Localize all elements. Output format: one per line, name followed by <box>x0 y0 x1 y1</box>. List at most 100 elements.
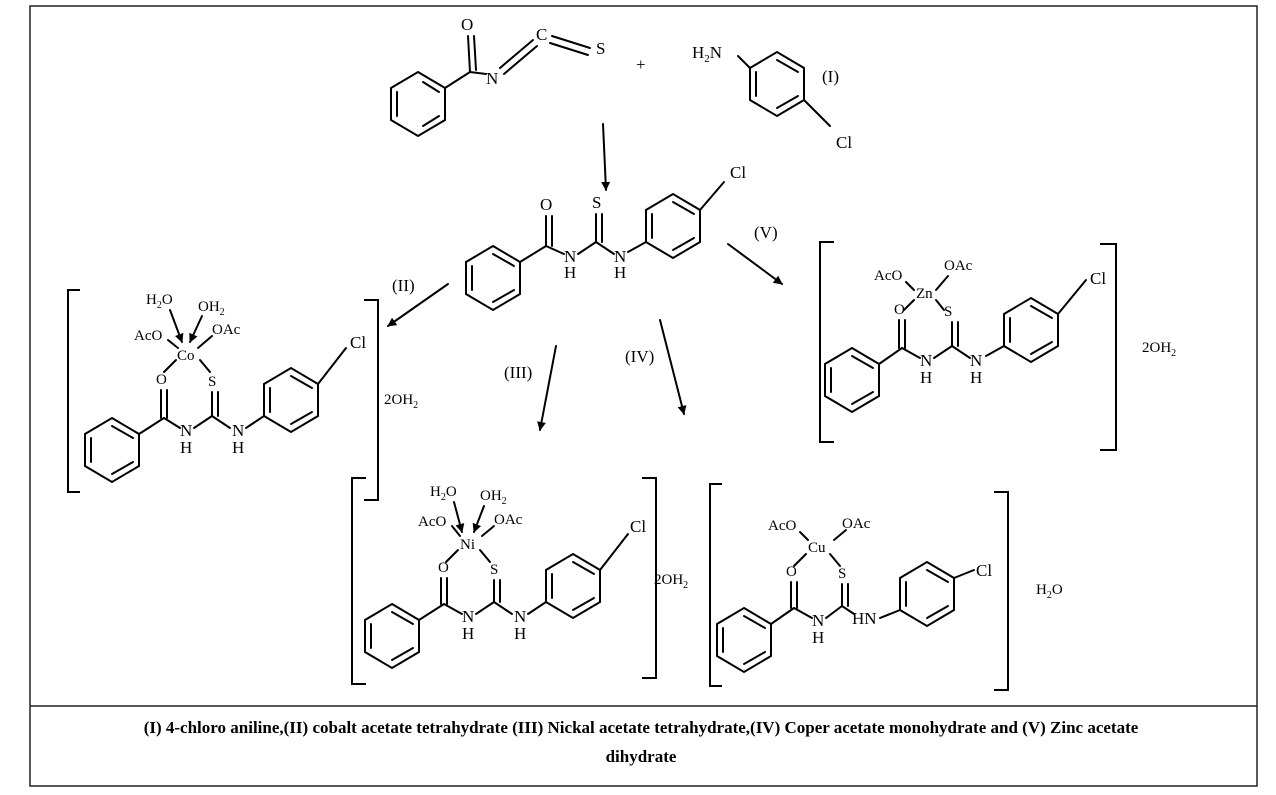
metal-center: Cu <box>808 540 826 556</box>
reaction-arrow-main <box>601 123 611 191</box>
atom-n: N <box>564 247 576 266</box>
benzene-ring <box>84 416 140 484</box>
caption-line-2: dihydrate <box>606 747 677 766</box>
bracket-left <box>709 483 722 687</box>
atom-h: H <box>970 368 982 387</box>
atom-n: N <box>614 247 626 266</box>
bond-carbonyl-double <box>473 35 477 71</box>
atom-cl: Cl <box>1090 269 1106 288</box>
ligand-h2o: H2O <box>430 484 457 503</box>
bracket-right <box>994 491 1009 691</box>
atom-s: S <box>838 566 846 582</box>
ligand-acetate: AcO <box>418 514 446 530</box>
bracket-left <box>67 289 80 493</box>
label-roman-v: (V) <box>754 223 778 242</box>
label-roman-iv: (IV) <box>625 347 654 366</box>
atom-o: O <box>786 564 797 580</box>
arrow-to-copper <box>659 319 687 415</box>
atom-o: O <box>894 302 905 318</box>
ligand-acetate: AcO <box>874 268 902 284</box>
atom-h: H <box>514 624 526 643</box>
bracket-left <box>351 477 366 685</box>
ligand-acetate: OAc <box>944 258 973 274</box>
bond-ring-carbonyl <box>444 71 471 89</box>
ligand-acetate: AcO <box>768 518 796 534</box>
atom-n: N <box>812 611 824 630</box>
hydrate-water: 2OH2 <box>1142 340 1176 359</box>
bond-c-s-double <box>549 42 589 56</box>
atom-o: O <box>540 195 552 214</box>
atom-h: H <box>614 263 626 282</box>
ligand-acetate: AcO <box>134 328 162 344</box>
label-roman-iii: (III) <box>504 363 532 382</box>
atom-o: O <box>156 372 167 388</box>
chlorophenyl-ring <box>645 192 701 260</box>
benzene-ring <box>824 346 880 414</box>
hydrate-water: 2OH2 <box>654 572 688 591</box>
copper-complex: AcO OAc Cu O S N H HN <box>709 483 1063 691</box>
hydrate-water: 2OH2 <box>384 392 418 411</box>
atom-n: N <box>180 421 192 440</box>
label-roman-ii: (II) <box>392 276 415 295</box>
bracket-right <box>1100 243 1117 451</box>
cobalt-complex: H2O OH2 AcO OAc Co O S <box>67 289 418 501</box>
atom-cl: Cl <box>630 517 646 536</box>
bond-ring-cl <box>803 99 831 127</box>
bond-c-s <box>551 35 591 49</box>
atom-cl: Cl <box>730 163 746 182</box>
atom-n: N <box>970 351 982 370</box>
ligand-oh2: OH2 <box>480 488 507 507</box>
benzene-ring <box>364 602 420 670</box>
atom-cl: Cl <box>976 561 992 580</box>
benzene-ring <box>390 70 446 138</box>
metal-center: Ni <box>460 537 475 553</box>
atom-h: H <box>232 438 244 457</box>
ligand-acetate: OAc <box>842 516 871 532</box>
atom-n: N <box>232 421 244 440</box>
nickel-complex: H2O OH2 AcO OAc Ni O S <box>351 477 688 685</box>
bracket-right <box>364 299 379 501</box>
4-chloroaniline: H2N Cl (I) <box>692 43 852 152</box>
metal-center: Zn <box>916 286 933 302</box>
ligand-oh2: OH2 <box>198 299 225 318</box>
atom-s: S <box>592 193 601 212</box>
thiourea-ligand: O S N H N H Cl <box>465 163 746 312</box>
chlorophenyl-ring <box>263 366 319 434</box>
metal-center: Co <box>177 348 195 364</box>
bond-carbonyl <box>467 35 471 73</box>
amine-h: H2N <box>692 43 722 65</box>
atom-o: O <box>438 560 449 576</box>
bond-c-n <box>469 71 487 75</box>
label-roman-i: (I) <box>822 67 839 86</box>
atom-c: C <box>536 25 547 44</box>
chlorophenyl-ring <box>545 552 601 620</box>
atom-n: N <box>486 69 498 88</box>
atom-n: N <box>514 607 526 626</box>
atom-h: H <box>180 438 192 457</box>
atom-s: S <box>596 39 605 58</box>
atom-cl: Cl <box>836 133 852 152</box>
plus-sign: + <box>636 55 646 74</box>
atom-h: H <box>812 628 824 647</box>
zinc-complex: AcO OAc Zn O S N H N H <box>819 241 1176 451</box>
bond-n-c <box>499 39 534 69</box>
chlorophenyl-ring <box>899 560 955 628</box>
atom-h: H <box>920 368 932 387</box>
atom-s: S <box>944 304 952 320</box>
bracket-left <box>819 241 834 443</box>
ligand-h2o: H2O <box>146 292 173 311</box>
atom-n: N <box>920 351 932 370</box>
arrow-to-cobalt <box>387 283 449 327</box>
atom-h: H <box>564 263 576 282</box>
ligand-acetate: OAc <box>212 322 241 338</box>
atom-hn: HN <box>852 609 877 628</box>
ligand-acetate: OAc <box>494 512 523 528</box>
arrow-to-nickel <box>537 345 557 431</box>
atom-h: H <box>462 624 474 643</box>
hydrate-water: H2O <box>1036 582 1063 601</box>
atom-o: O <box>461 15 473 34</box>
atom-n: N <box>462 607 474 626</box>
caption-line-1: (I) 4-chloro aniline,(II) cobalt acetate… <box>144 718 1139 737</box>
bond-n-c-double <box>503 45 538 75</box>
